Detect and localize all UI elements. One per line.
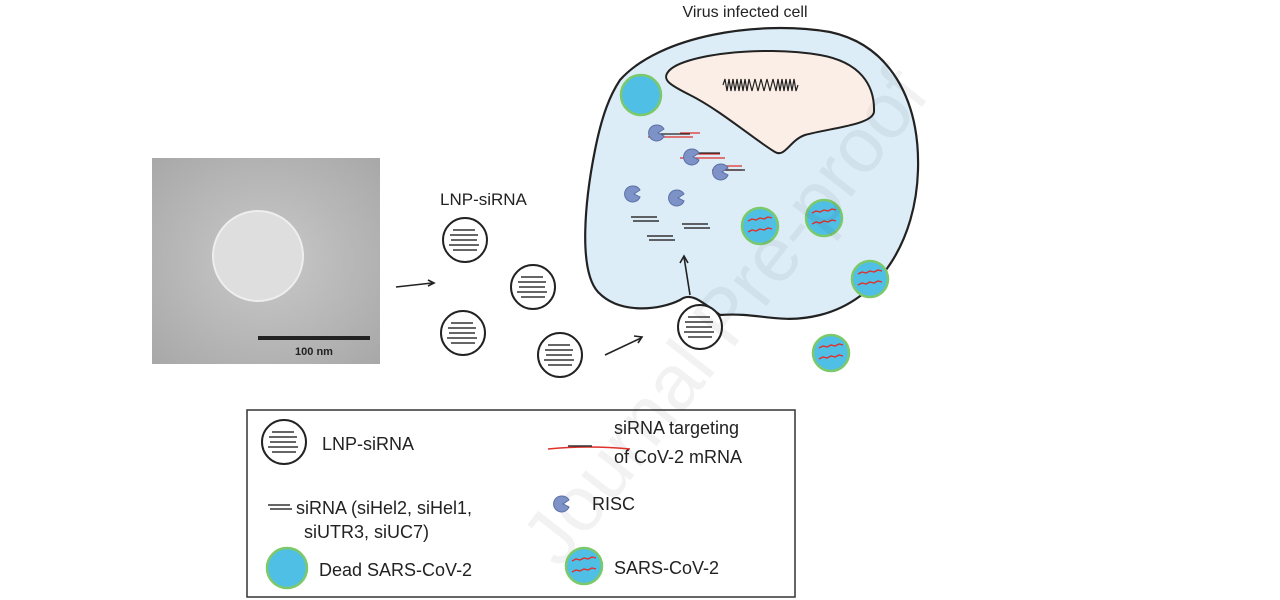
legend-risc: RISC	[592, 494, 635, 514]
virus	[850, 259, 890, 299]
lnp-particle	[440, 310, 486, 356]
lnp-particle	[442, 217, 488, 263]
lnp-particle	[510, 264, 556, 310]
risc-complexes	[624, 124, 745, 207]
legend-targeting: siRNA targeting	[614, 418, 739, 438]
nucleus	[665, 50, 876, 155]
tem-micrograph: 100 nm	[152, 158, 380, 364]
dead-virus	[619, 73, 663, 117]
lnp-title: LNP-siRNA	[440, 190, 528, 209]
virus	[811, 333, 851, 373]
cell-title: Virus infected cell	[682, 4, 807, 21]
legend-virus: SARS-CoV-2	[614, 558, 719, 578]
arrow	[395, 282, 433, 288]
legend-sirna-2: siUTR3, siUC7)	[304, 522, 429, 542]
legend-sirna: siRNA (siHel2, siHel1,	[296, 498, 472, 518]
legend-dead-virus: Dead SARS-CoV-2	[319, 560, 472, 580]
legend-lnp: LNP-siRNA	[322, 434, 414, 454]
legend: LNP-siRNA siRNA targeting of CoV-2 mRNA …	[246, 409, 796, 598]
legend-targeting-2: of CoV-2 mRNA	[614, 447, 742, 467]
scale-bar-label: 100 nm	[295, 346, 333, 358]
dna-icon	[722, 78, 799, 92]
lnp-particle	[537, 332, 583, 378]
